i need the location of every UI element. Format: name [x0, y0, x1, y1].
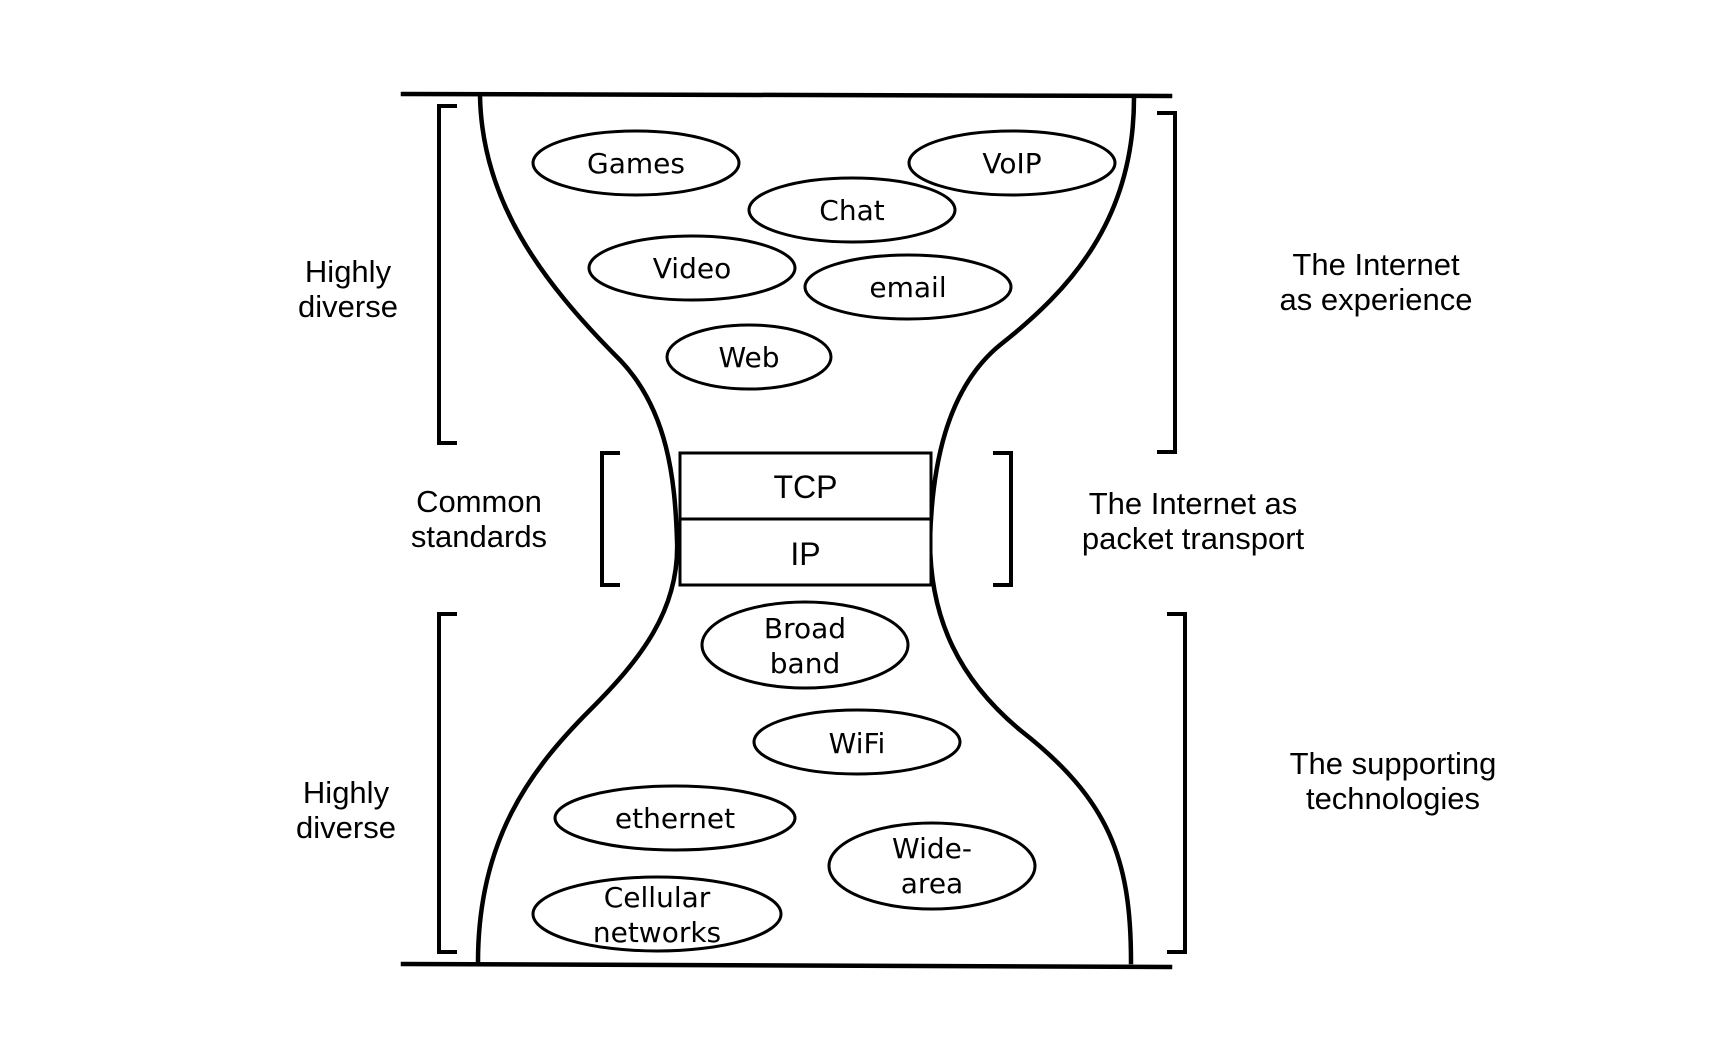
app-voip-label: VoIP — [982, 147, 1041, 180]
left-bracket-middle — [600, 451, 620, 587]
tcp-label: TCP — [774, 469, 838, 505]
right-label-bottom-line-1: The supporting — [1290, 746, 1497, 781]
right-label-bottom-line-2: technologies — [1306, 781, 1480, 816]
tech-wide-area-label-2: area — [901, 867, 963, 900]
left-label-bottom-line-2: diverse — [296, 810, 396, 845]
hourglass-left-curve — [475, 93, 680, 965]
app-games-label: Games — [587, 147, 685, 180]
app-games: Games — [531, 129, 741, 197]
app-chat: Chat — [747, 176, 957, 244]
left-label-top-line-2: diverse — [298, 289, 398, 324]
left-label-top-line-1: Highly — [305, 254, 392, 289]
right-label-top-line-2: as experience — [1279, 282, 1472, 317]
app-web: Web — [665, 323, 833, 391]
tcp-layer: TCP — [678, 451, 933, 521]
tech-broadband-label-1: Broad — [764, 612, 846, 645]
app-email: email — [803, 253, 1013, 321]
tech-wide-area-label-1: Wide- — [892, 832, 972, 865]
app-web-label: Web — [718, 341, 779, 374]
right-bracket-bottom — [1167, 612, 1187, 954]
ip-layer: IP — [678, 517, 933, 587]
bottom-bar — [400, 961, 1173, 970]
right-bracket-top — [1157, 111, 1177, 454]
left-bracket-bottom — [437, 612, 457, 954]
tech-cellular-label-1: Cellular — [604, 881, 711, 914]
left-label-middle-line-2: standards — [411, 519, 547, 554]
right-bracket-middle — [993, 451, 1013, 587]
tech-ethernet: ethernet — [553, 784, 797, 852]
right-label-middle-line-1: The Internet as — [1089, 486, 1298, 521]
top-bar — [400, 91, 1173, 99]
tech-cellular: Cellular networks — [531, 875, 783, 953]
app-chat-label: Chat — [819, 194, 884, 227]
app-video-label: Video — [653, 252, 731, 285]
left-label-bottom-line-1: Highly — [303, 775, 390, 810]
tech-broadband-label-2: band — [770, 647, 840, 680]
tech-broadband: Broad band — [700, 600, 910, 690]
tech-wide-area: Wide- area — [827, 821, 1037, 911]
app-voip: VoIP — [907, 129, 1117, 197]
right-label-middle-line-2: packet transport — [1082, 521, 1305, 556]
left-bracket-top — [437, 104, 457, 445]
app-email-label: email — [869, 271, 946, 304]
tech-cellular-label-2: networks — [593, 916, 721, 949]
tech-ethernet-label: ethernet — [615, 802, 735, 835]
app-video: Video — [587, 234, 797, 302]
tech-wifi-label: WiFi — [829, 727, 886, 760]
right-label-top-line-1: The Internet — [1292, 247, 1460, 282]
tech-wifi: WiFi — [752, 708, 962, 776]
left-label-middle-line-1: Common — [416, 484, 542, 519]
ip-label: IP — [790, 536, 820, 572]
